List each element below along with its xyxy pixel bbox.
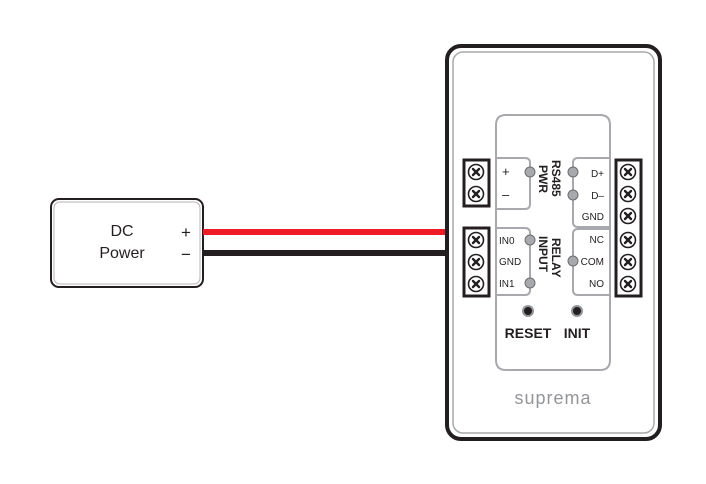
- init-label: INIT: [564, 325, 591, 341]
- device-body: [445, 44, 662, 441]
- input-in0-led-icon: [524, 234, 536, 246]
- screw-terminal-icon: [619, 253, 637, 271]
- screw-terminal-icon: [467, 275, 485, 293]
- screw-terminal-icon: [619, 207, 637, 225]
- reset-label: RESET: [505, 325, 552, 341]
- relay-pin-no: NO: [589, 279, 604, 290]
- rs485-label: RS485: [549, 160, 563, 197]
- terminal-block-right: [614, 158, 643, 298]
- rs485-dminus-led-icon: [567, 189, 579, 201]
- relay-com-led-icon: [567, 255, 579, 267]
- input-in1-led-icon: [524, 277, 536, 289]
- input-pin-in1: IN1: [499, 279, 515, 290]
- rs485-pin-dminus: D–: [591, 191, 604, 202]
- input-pin-gnd: GND: [499, 257, 521, 268]
- brand-logo: suprema: [514, 388, 591, 408]
- power-plus-label: +: [181, 223, 191, 242]
- input-pin-in0: IN0: [499, 236, 515, 247]
- screw-terminal-icon: [619, 185, 637, 203]
- screw-terminal-icon: [467, 163, 485, 181]
- relay-pin-com: COM: [581, 257, 604, 268]
- screw-terminal-icon: [619, 163, 637, 181]
- screw-terminal-icon: [619, 231, 637, 249]
- reset-button[interactable]: RESET: [505, 305, 552, 341]
- dc-power-supply: DC Power + −: [50, 198, 204, 288]
- rs485-pin-dplus: D+: [591, 169, 604, 180]
- screw-terminal-icon: [467, 185, 485, 203]
- rs485-dplus-led-icon: [567, 166, 579, 178]
- input-label: INPUT: [536, 236, 550, 273]
- power-title-line2: Power: [99, 245, 145, 262]
- relay-pin-nc: NC: [590, 235, 604, 246]
- pwr-pin-plus: +: [502, 164, 510, 179]
- pwr-pin-minus: –: [502, 187, 510, 202]
- screw-terminal-icon: [467, 253, 485, 271]
- pwr-plus-led-icon: [524, 166, 536, 178]
- init-button[interactable]: INIT: [564, 305, 591, 341]
- pwr-label: PWR: [536, 165, 550, 193]
- screw-terminal-icon: [619, 275, 637, 293]
- power-minus-label: −: [181, 245, 191, 264]
- relay-label: RELAY: [549, 238, 563, 278]
- power-title-line1: DC: [110, 223, 133, 240]
- rs485-pin-gnd: GND: [582, 212, 604, 223]
- screw-terminal-icon: [467, 231, 485, 249]
